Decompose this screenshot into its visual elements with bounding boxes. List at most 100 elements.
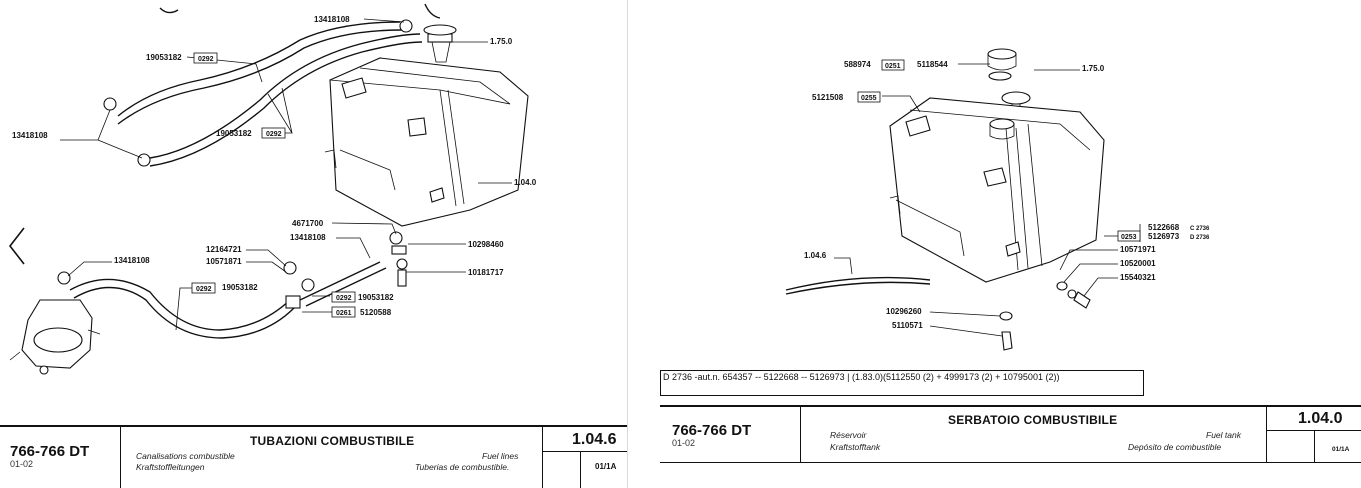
- hose-lower-1: [69, 278, 291, 331]
- part-label: 10571971: [1120, 245, 1156, 254]
- section-ref: 1.04.6: [572, 431, 617, 448]
- part-label: 13418108: [290, 233, 326, 242]
- group-code: 0292: [196, 286, 212, 293]
- variant-label: C 2736: [1190, 226, 1210, 232]
- model-series: 01-02: [672, 438, 696, 448]
- ref-label: 1.75.0: [490, 37, 513, 46]
- section-ref: 1.04.0: [1298, 410, 1343, 427]
- part-label: 15540321: [1120, 273, 1156, 282]
- hose-upper-2-outline: [149, 41, 423, 167]
- model-series: 01-02: [10, 459, 34, 469]
- sheet-number: 01/1A: [595, 462, 617, 471]
- title-es: Depósito de combustible: [1128, 442, 1222, 452]
- group-code: 0292: [266, 131, 282, 138]
- part-label: 5122668: [1148, 223, 1180, 232]
- part-label: 5110571: [892, 321, 923, 330]
- fuel-pump-drawing: [9, 299, 101, 375]
- bolt-drawing: [1073, 291, 1091, 309]
- part-label: 13418108: [12, 131, 48, 140]
- group-box: [881, 59, 905, 71]
- title-block-divider: [120, 426, 121, 488]
- sheet-number: 01/1A: [1332, 446, 1350, 453]
- group-box: [261, 127, 286, 139]
- group-code: 0255: [861, 95, 877, 102]
- part-label: 10298460: [468, 240, 504, 249]
- part-label: 5126973: [1148, 232, 1180, 241]
- group-code: 0292: [336, 295, 352, 302]
- hose-drawing-outline: [785, 281, 931, 295]
- model-name: 766-766 DT: [10, 443, 90, 460]
- part-label: 13418108: [114, 256, 150, 265]
- title-block-rule: [0, 425, 627, 427]
- part-label: 10296260: [886, 307, 922, 316]
- part-label: 19053182: [358, 293, 394, 302]
- group-code: 0261: [336, 310, 352, 317]
- title-de: Kraftstofftank: [830, 442, 881, 452]
- title-fr: Réservoir: [830, 430, 867, 440]
- drawing-fragment: [424, 3, 441, 19]
- model-name: 766-766 DT: [672, 422, 752, 439]
- section-title: SERBATOIO COMBUSTIBILE: [948, 413, 1118, 427]
- part-label: 10571871: [206, 257, 242, 266]
- hose-drawing: [785, 276, 931, 291]
- fuel-lines-diagram: 13418108 1.75.0 19053182 0292 13418108 1…: [9, 3, 537, 375]
- fuel-tank-drawing: [889, 97, 1105, 283]
- title-block-divider: [542, 451, 627, 452]
- hose-upper-1: [117, 21, 401, 117]
- title-es: Tuberias de combustible.: [415, 462, 510, 472]
- title-de: Kraftstoffleitungen: [136, 462, 205, 472]
- part-label: 5120588: [360, 308, 392, 317]
- group-code: 0292: [198, 56, 214, 63]
- washer-drawing: [1056, 281, 1068, 291]
- part-label: 12164721: [206, 245, 242, 254]
- previous-page-arrow-icon[interactable]: [4, 224, 32, 268]
- plug-drawing: [1001, 331, 1013, 351]
- part-label: 10181717: [468, 268, 504, 277]
- part-label: 10520001: [1120, 259, 1156, 268]
- group-box: [193, 52, 218, 64]
- hose-upper-1-outline: [117, 29, 403, 125]
- group-code: 0253: [1121, 234, 1137, 241]
- group-box: [191, 282, 216, 294]
- part-label: 13418108: [314, 15, 350, 24]
- group-box: [331, 291, 356, 303]
- group-box: [857, 91, 881, 103]
- part-label: 5118544: [917, 60, 948, 69]
- variant-note: D 2736 -aut.n. 654357 -- 5122668 -- 5126…: [663, 372, 1060, 382]
- hose-lower-2-outline: [305, 267, 387, 307]
- hose-lower-2: [299, 261, 381, 301]
- part-label: 19053182: [216, 129, 252, 138]
- title-block-divider: [800, 406, 801, 462]
- title-fr: Canalisations combustible: [136, 451, 235, 461]
- part-label: 588974: [844, 60, 871, 69]
- title-en: Fuel tank: [1206, 430, 1241, 440]
- group-code: 0251: [885, 63, 901, 70]
- group-box: [331, 306, 356, 318]
- part-label: 19053182: [146, 53, 182, 62]
- ref-label: 1.04.0: [514, 178, 537, 187]
- group-box: [1117, 230, 1141, 242]
- right-catalog-page: 588974 0251 5118544 1.75.0 5121508 0255 …: [628, 0, 1361, 488]
- drawing-fragment: [159, 7, 179, 14]
- ref-label: 1.75.0: [1082, 64, 1105, 73]
- title-en: Fuel lines: [482, 451, 519, 461]
- fuel-tank-diagram: 588974 0251 5118544 1.75.0 5121508 0255 …: [785, 48, 1210, 351]
- fuel-tank-drawing: [324, 24, 529, 227]
- variant-note-box: [660, 370, 1144, 396]
- section-title: TUBAZIONI COMBUSTIBILE: [250, 434, 415, 448]
- part-label: 19053182: [222, 283, 258, 292]
- tank-cap-drawing: [987, 48, 1031, 111]
- title-block-divider: [1266, 430, 1361, 431]
- part-label: 4671700: [292, 219, 324, 228]
- washer-drawing: [1067, 289, 1077, 299]
- left-catalog-page: 13418108 1.75.0 19053182 0292 13418108 1…: [0, 0, 627, 488]
- title-block-bottom: [660, 462, 1361, 463]
- title-block-divider: [542, 426, 543, 488]
- title-block-divider: [1314, 430, 1315, 462]
- variant-label: D 2736: [1190, 235, 1210, 241]
- page-gutter: [627, 0, 628, 488]
- hose-lower-1-outline: [73, 286, 295, 339]
- ref-label: 1.04.6: [804, 251, 827, 260]
- title-block-divider: [1266, 406, 1267, 462]
- title-block-rule: [660, 405, 1361, 407]
